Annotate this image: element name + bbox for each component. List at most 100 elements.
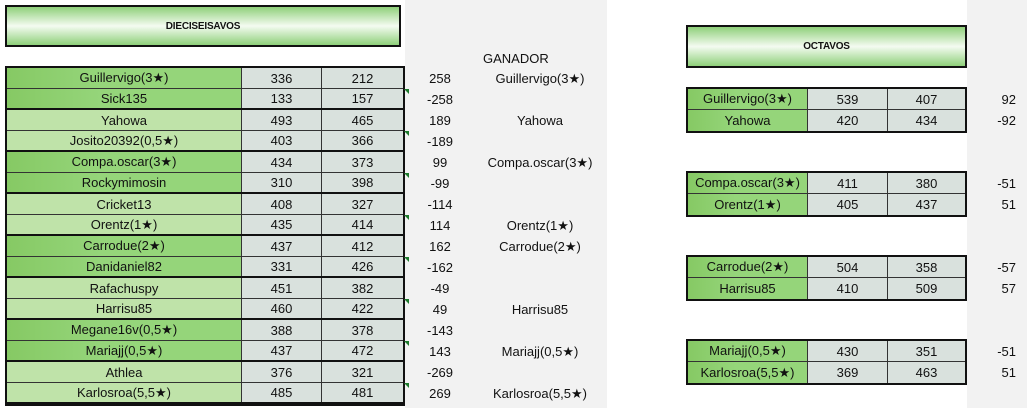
difference-cell: 51	[1001, 365, 1016, 380]
difference-cell: -162	[426, 260, 454, 275]
score-2-cell[interactable]: 378	[322, 320, 403, 340]
score-1-cell[interactable]: 331	[242, 257, 322, 276]
score-1-cell[interactable]: 408	[242, 194, 322, 214]
winner-cell	[480, 194, 600, 215]
player-name-cell[interactable]: Carrodue(2★)	[7, 236, 242, 256]
player-name-cell[interactable]: Harrisu85	[688, 278, 808, 299]
score-1-cell[interactable]: 437	[242, 341, 322, 360]
score-1-cell[interactable]: 403	[242, 131, 322, 150]
score-1-cell[interactable]: 460	[242, 299, 322, 318]
score-2-cell[interactable]: 212	[322, 68, 403, 88]
score-2-cell[interactable]: 434	[888, 110, 965, 131]
score-2-cell[interactable]: 463	[888, 362, 965, 383]
player-name-cell[interactable]: Athlea	[7, 362, 242, 382]
winner-cell	[480, 173, 600, 194]
player-name-cell[interactable]: Orentz(1★)	[688, 194, 808, 215]
score-2-cell[interactable]: 373	[322, 152, 403, 172]
player-name-cell[interactable]: Compa.oscar(3★)	[7, 152, 242, 172]
score-2-cell[interactable]: 157	[322, 89, 403, 108]
score-1-cell[interactable]: 493	[242, 110, 322, 130]
score-1-cell[interactable]: 310	[242, 173, 322, 192]
score-2-cell[interactable]: 358	[888, 257, 965, 277]
score-2-cell[interactable]: 437	[888, 194, 965, 215]
score-2-cell[interactable]: 422	[322, 299, 403, 318]
score-2-cell[interactable]: 398	[322, 173, 403, 192]
player-name-cell[interactable]: Carrodue(2★)	[688, 257, 808, 277]
score-1-cell[interactable]: 388	[242, 320, 322, 340]
score-2-cell[interactable]: 382	[322, 278, 403, 298]
winner-cell	[480, 320, 600, 341]
score-1-cell[interactable]: 434	[242, 152, 322, 172]
difference-cell: -92	[997, 113, 1016, 128]
player-name-cell[interactable]: Karlosroa(5,5★)	[688, 362, 808, 383]
score-2-cell[interactable]: 321	[322, 362, 403, 382]
score-1-cell[interactable]: 437	[242, 236, 322, 256]
difference-cell: -189	[426, 134, 454, 149]
player-name-cell[interactable]: Danidaniel82	[7, 257, 242, 276]
cell-comment-marker-icon	[404, 341, 409, 346]
score-2-cell[interactable]: 351	[888, 341, 965, 361]
score-2-cell[interactable]: 509	[888, 278, 965, 299]
winner-cell: Guillervigo(3★)	[495, 70, 585, 86]
winner-cell: Yahowa	[516, 113, 563, 128]
score-1-cell[interactable]: 430	[808, 341, 888, 361]
player-name-cell[interactable]: Compa.oscar(3★)	[688, 173, 808, 193]
player-name-cell[interactable]: Megane16v(0,5★)	[7, 320, 242, 340]
score-2-cell[interactable]: 426	[322, 257, 403, 276]
score-1-cell[interactable]: 405	[808, 194, 888, 215]
player-name-cell[interactable]: Orentz(1★)	[7, 215, 242, 234]
score-1-cell[interactable]: 336	[242, 68, 322, 88]
score-1-cell[interactable]: 369	[808, 362, 888, 383]
score-2-cell[interactable]: 366	[322, 131, 403, 150]
cell-comment-marker-icon	[404, 89, 409, 94]
player-name-cell[interactable]: Cricket13	[7, 194, 242, 214]
player-name-cell[interactable]: Guillervigo(3★)	[7, 68, 242, 88]
score-2-cell[interactable]: 407	[888, 89, 965, 109]
player-name-cell[interactable]: Karlosroa(5,5★)	[7, 383, 242, 402]
score-2-cell[interactable]: 472	[322, 341, 403, 360]
winner-cell	[480, 362, 600, 383]
score-1-cell[interactable]: 504	[808, 257, 888, 277]
score-2-cell[interactable]: 481	[322, 383, 403, 402]
cell-comment-marker-icon	[404, 131, 409, 136]
score-1-cell[interactable]: 435	[242, 215, 322, 234]
player-name-cell[interactable]: Rockymimosin	[7, 173, 242, 192]
score-2-cell[interactable]: 380	[888, 173, 965, 193]
score-1-cell[interactable]: 133	[242, 89, 322, 108]
player-name-cell[interactable]: Josito20392(0,5★)	[7, 131, 242, 150]
score-1-cell[interactable]: 411	[808, 173, 888, 193]
score-2-cell[interactable]: 412	[322, 236, 403, 256]
winner-cell: Mariajj(0,5★)	[501, 343, 579, 359]
cell-comment-marker-icon	[404, 173, 409, 178]
player-name-cell[interactable]: Harrisu85	[7, 299, 242, 318]
score-1-cell[interactable]: 539	[808, 89, 888, 109]
score-2-cell[interactable]: 327	[322, 194, 403, 214]
score-1-cell[interactable]: 485	[242, 383, 322, 402]
player-name-cell[interactable]: Yahowa	[688, 110, 808, 131]
score-1-cell[interactable]: 420	[808, 110, 888, 131]
difference-cell: -51	[997, 176, 1016, 191]
score-1-cell[interactable]: 410	[808, 278, 888, 299]
player-name-cell[interactable]: Rafachuspy	[7, 278, 242, 298]
dieciseisavos-header: DIECISEISAVOS	[5, 5, 401, 47]
player-name-cell[interactable]: Guillervigo(3★)	[688, 89, 808, 109]
difference-cell: 189	[429, 113, 451, 128]
score-1-cell[interactable]: 451	[242, 278, 322, 298]
player-name-cell[interactable]: Mariajj(0,5★)	[688, 341, 808, 361]
player-name-cell[interactable]: Sick135	[7, 89, 242, 108]
score-2-cell[interactable]: 465	[322, 110, 403, 130]
player-name-cell[interactable]: Mariajj(0,5★)	[7, 341, 242, 360]
player-name-cell[interactable]: Yahowa	[7, 110, 242, 130]
score-2-cell[interactable]: 414	[322, 215, 403, 234]
difference-cell: 114	[429, 218, 451, 233]
score-1-cell[interactable]: 376	[242, 362, 322, 382]
